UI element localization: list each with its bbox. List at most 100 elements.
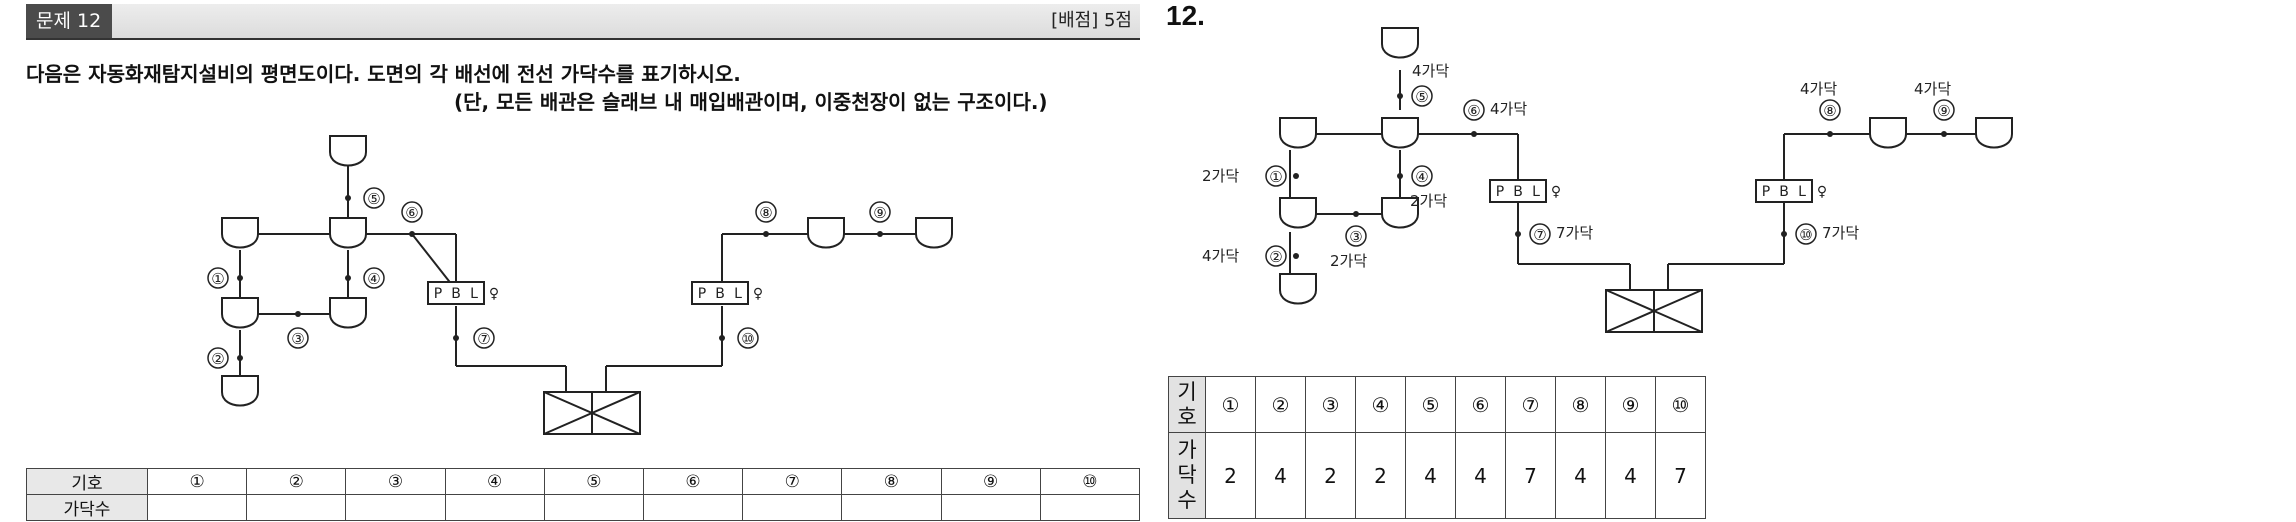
answer-label-7: 7가닥 xyxy=(1556,224,1593,242)
pbl-l-left: L xyxy=(470,286,478,302)
answer-table-symbol-header-char: 호 xyxy=(1177,404,1197,429)
problem-header-bar: 문제 12 [배점] 5점 xyxy=(26,4,1140,40)
answer-label-9: 4가닥 xyxy=(1914,80,1951,98)
answer-lamp-symbol-left: ♀ xyxy=(1551,184,1561,200)
answer-table-count: 2 xyxy=(1305,432,1356,519)
question-table-blank-cell xyxy=(543,494,644,521)
marker-4: ④ xyxy=(367,270,380,288)
answer-table-symbol-header-char: 기 xyxy=(1177,379,1197,404)
question-text-line2: (단, 모든 배관은 슬래브 내 매입배관이며, 이중천장이 없는 구조이다.) xyxy=(454,90,1048,114)
answer-table-symbol: ⑩ xyxy=(1655,376,1706,433)
marker-5: ⑤ xyxy=(367,190,380,208)
question-table-blank-cell xyxy=(246,494,347,521)
answer-table-symbol: ⑤ xyxy=(1405,376,1456,433)
question-table-blank-cell xyxy=(940,494,1041,521)
answer-label-8: 4가닥 xyxy=(1800,80,1837,98)
answer-number-label: 12. xyxy=(1166,0,1205,31)
answer-lamp-symbol-right: ♀ xyxy=(1817,184,1827,200)
answer-table-count-header-char: 수 xyxy=(1177,488,1197,512)
question-table-symbol-row: 기호 ① ② ③ ④ ⑤ ⑥ ⑦ ⑧ ⑨ ⑩ xyxy=(26,468,1141,495)
answer-marker-9: ⑨ xyxy=(1937,102,1950,120)
question-table-symbol: ⑧ xyxy=(841,468,942,495)
pbl-l-right: L xyxy=(734,286,742,302)
question-text-line1: 다음은 자동화재탐지설비의 평면도이다. 도면의 각 배선에 전선 가닥수를 표… xyxy=(26,62,741,86)
question-table-symbol: ③ xyxy=(345,468,446,495)
marker-3: ③ xyxy=(291,330,304,348)
answer-table-symbol: ⑨ xyxy=(1605,376,1656,433)
answer-table-count: 2 xyxy=(1355,432,1406,519)
question-table-blank-cell xyxy=(1039,494,1141,521)
answer-table-count: 2 xyxy=(1205,432,1256,519)
question-table-symbol: ⑦ xyxy=(742,468,843,495)
answer-table-symbol: ② xyxy=(1255,376,1306,433)
answer-table-count-row: 가 닥 수 2 4 2 2 4 4 7 4 4 7 xyxy=(1168,432,1706,519)
marker-9: ⑨ xyxy=(873,204,886,222)
answer-marker-1: ① xyxy=(1269,168,1282,186)
question-table-symbol: ⑤ xyxy=(543,468,644,495)
marker-2: ② xyxy=(211,350,224,368)
answer-diagram xyxy=(1265,27,2013,333)
answer-table-count-header: 가 닥 수 xyxy=(1168,432,1206,519)
answer-pbl-b-left: B xyxy=(1513,184,1523,200)
answer-marker-6: ⑥ xyxy=(1467,102,1480,120)
question-table-blank-cell xyxy=(345,494,446,521)
answer-table-count-header-char: 닥 xyxy=(1177,463,1197,487)
answer-label-10: 7가닥 xyxy=(1822,224,1859,242)
answer-pbl-l-left: L xyxy=(1532,184,1540,200)
question-table-symbol-header: 기호 xyxy=(26,468,148,495)
answer-marker-7: ⑦ xyxy=(1533,226,1546,244)
lamp-symbol-right: ♀ xyxy=(753,286,763,302)
pbl-b-left: B xyxy=(451,286,461,302)
answer-marker-4: ④ xyxy=(1415,168,1428,186)
question-diagram-labels: ① ② ③ ④ ⑤ ⑥ ⑦ ⑧ ⑨ ⑩ P B L ♀ P B L ♀ xyxy=(211,190,886,368)
answer-pbl-l-right: L xyxy=(1798,184,1806,200)
problem-score-label: [배점] 5점 xyxy=(1051,10,1132,31)
marker-10: ⑩ xyxy=(741,330,754,348)
question-table-symbol: ⑥ xyxy=(642,468,744,495)
answer-pbl-b-right: B xyxy=(1779,184,1789,200)
answer-table-symbol-row: 기 호 ① ② ③ ④ ⑤ ⑥ ⑦ ⑧ ⑨ ⑩ xyxy=(1168,376,1706,433)
question-table-symbol: ① xyxy=(146,468,248,495)
lamp-symbol-left: ♀ xyxy=(489,286,499,302)
answer-table-symbol: ⑥ xyxy=(1455,376,1506,433)
marker-1: ① xyxy=(211,270,224,288)
problem-header-background xyxy=(112,4,1140,38)
question-table-count-header: 가닥수 xyxy=(26,494,148,521)
answer-label-3: 2가닥 xyxy=(1330,252,1367,270)
marker-8: ⑧ xyxy=(759,204,772,222)
answer-table-count: 7 xyxy=(1505,432,1556,519)
question-table-symbol: ⑨ xyxy=(940,468,1041,495)
answer-table: 기 호 ① ② ③ ④ ⑤ ⑥ ⑦ ⑧ ⑨ ⑩ 가 닥 수 2 4 2 2 4 … xyxy=(1168,376,1706,519)
answer-label-4: 2가닥 xyxy=(1410,192,1447,210)
answer-marker-10: ⑩ xyxy=(1799,226,1812,244)
pbl-b-right: B xyxy=(715,286,725,302)
answer-marker-2: ② xyxy=(1269,248,1282,266)
answer-table-symbol: ① xyxy=(1205,376,1256,433)
question-table: 기호 ① ② ③ ④ ⑤ ⑥ ⑦ ⑧ ⑨ ⑩ 가닥수 xyxy=(26,468,1141,521)
answer-table-count: 7 xyxy=(1655,432,1706,519)
answer-diagram-labels: ① ② ③ ④ ⑤ ⑥ ⑦ ⑧ ⑨ ⑩ P B L ♀ P B L ♀ 2가닥 … xyxy=(1202,62,1951,270)
answer-table-count: 4 xyxy=(1405,432,1456,519)
question-table-blank-cell xyxy=(742,494,843,521)
answer-table-count: 4 xyxy=(1555,432,1606,519)
answer-pbl-p-right: P xyxy=(1762,184,1770,200)
answer-table-symbol: ③ xyxy=(1305,376,1356,433)
question-table-blank-cell xyxy=(642,494,744,521)
answer-label-1: 2가닥 xyxy=(1202,167,1239,185)
marker-6: ⑥ xyxy=(405,204,418,222)
answer-label-5: 4가닥 xyxy=(1412,62,1449,80)
answer-table-count-header-char: 가 xyxy=(1177,438,1197,462)
answer-marker-5: ⑤ xyxy=(1415,88,1428,106)
answer-label-2: 4가닥 xyxy=(1202,247,1239,265)
question-table-symbol: ④ xyxy=(444,468,545,495)
question-table-symbol: ⑩ xyxy=(1039,468,1141,495)
answer-marker-3: ③ xyxy=(1349,228,1362,246)
question-table-blank-cell xyxy=(444,494,545,521)
answer-marker-8: ⑧ xyxy=(1823,102,1836,120)
answer-table-count: 4 xyxy=(1255,432,1306,519)
question-diagram xyxy=(207,135,953,435)
question-table-count-row: 가닥수 xyxy=(26,494,1141,521)
answer-label-6: 4가닥 xyxy=(1490,100,1527,118)
pbl-p-right: P xyxy=(698,286,706,302)
